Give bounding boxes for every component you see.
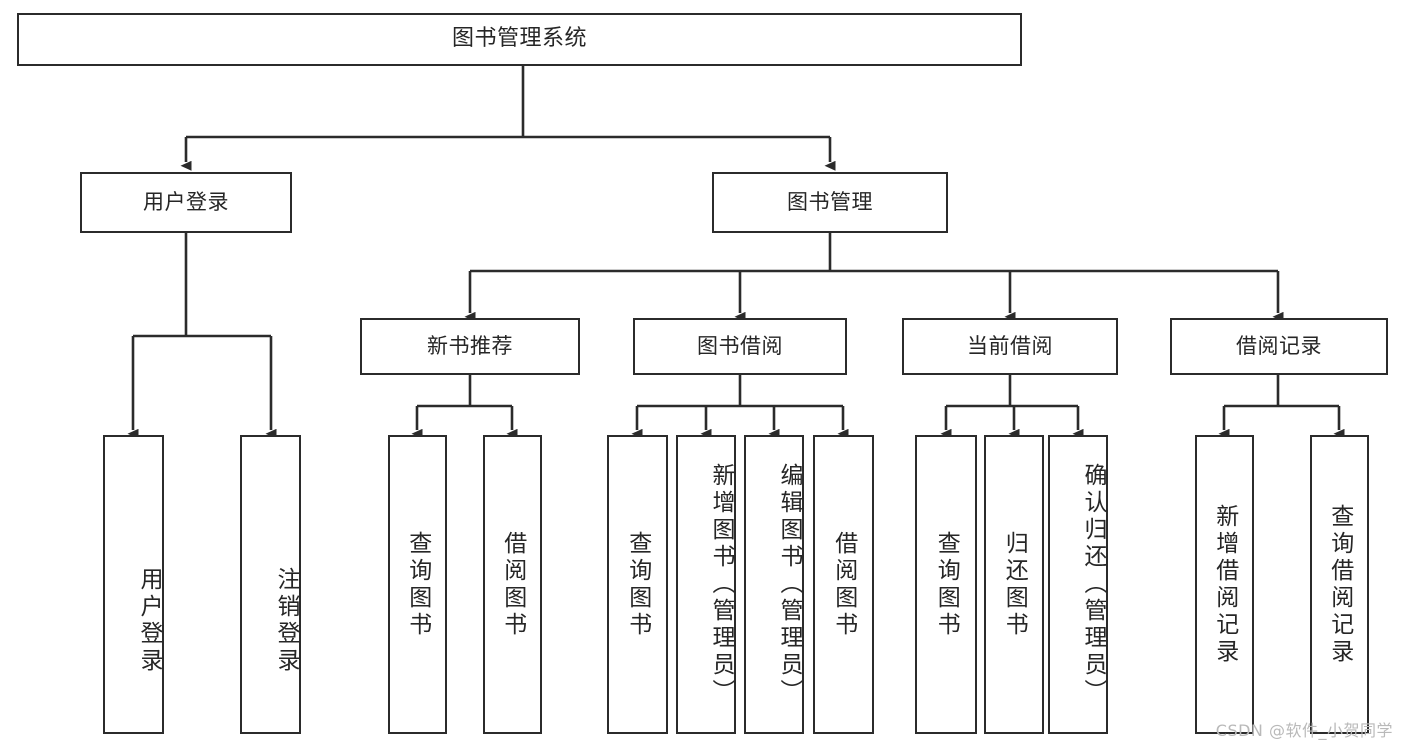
leaf-add-borrow-record[interactable]: 新增借阅记录 — [1195, 435, 1254, 734]
leaf-logout[interactable]: 注销登录 — [240, 435, 301, 734]
leaf-confirm-return-admin[interactable]: 确认归还（管理员） — [1048, 435, 1108, 734]
leaf-borrow-book[interactable]: 借阅图书 — [813, 435, 874, 734]
node-current-borrow[interactable]: 当前借阅 — [902, 318, 1118, 375]
leaf-query-book-recommend[interactable]: 查询图书 — [388, 435, 447, 734]
node-root[interactable]: 图书管理系统 — [17, 13, 1022, 66]
leaf-add-book-admin[interactable]: 新增图书（管理员） — [676, 435, 736, 734]
leaf-return-book[interactable]: 归还图书 — [984, 435, 1044, 734]
node-borrow-record[interactable]: 借阅记录 — [1170, 318, 1388, 375]
leaf-query-borrow-record[interactable]: 查询借阅记录 — [1310, 435, 1369, 734]
leaf-edit-book-admin[interactable]: 编辑图书（管理员） — [744, 435, 804, 734]
leaf-borrow-book-recommend[interactable]: 借阅图书 — [483, 435, 542, 734]
node-book-borrow[interactable]: 图书借阅 — [633, 318, 847, 375]
node-new-book-recommend[interactable]: 新书推荐 — [360, 318, 580, 375]
node-book-management[interactable]: 图书管理 — [712, 172, 948, 233]
leaf-query-book-borrow[interactable]: 查询图书 — [607, 435, 668, 734]
leaf-user-login[interactable]: 用户登录 — [103, 435, 164, 734]
node-user-login[interactable]: 用户登录 — [80, 172, 292, 233]
csdn-watermark: CSDN @软件_小贺同学 — [1215, 721, 1393, 740]
leaf-query-book-current[interactable]: 查询图书 — [915, 435, 977, 734]
